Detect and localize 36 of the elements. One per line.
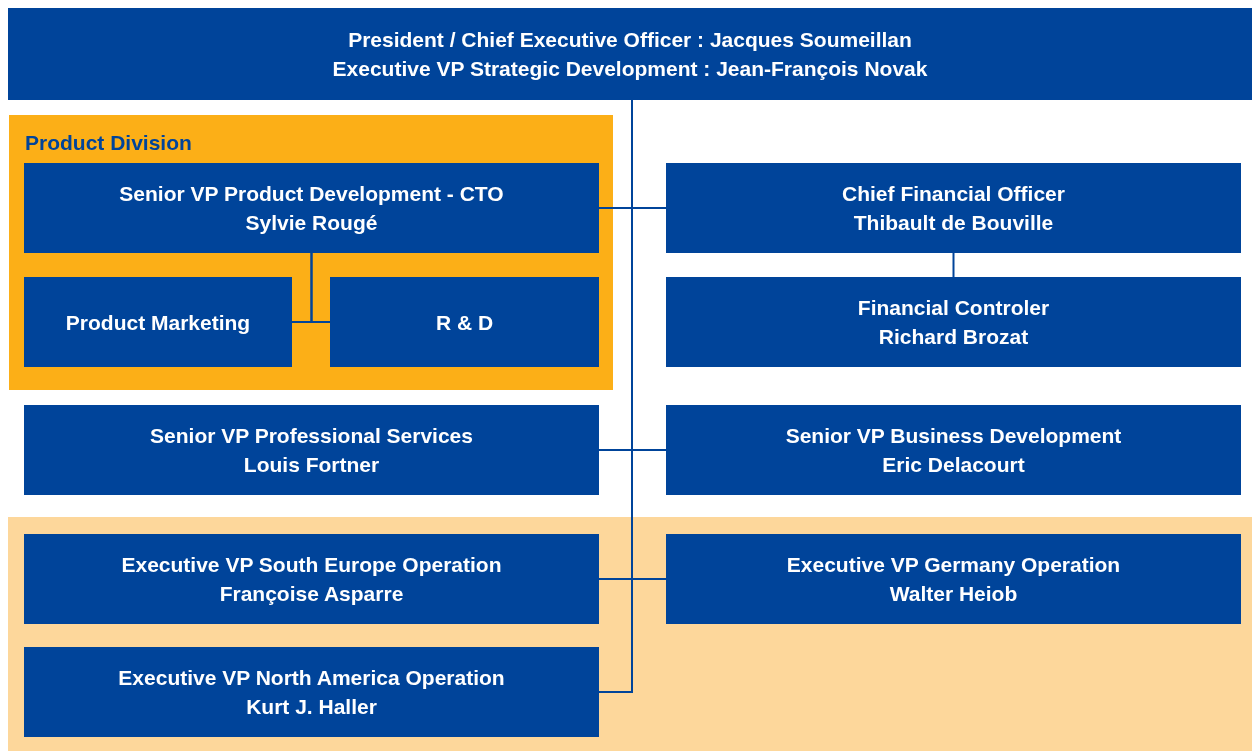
role-title: Executive VP North America Operation — [118, 665, 505, 691]
org-box — [8, 8, 1252, 100]
role-title: Financial Controler — [857, 295, 1050, 321]
org-box — [24, 277, 292, 367]
person-name: Françoise Asparre — [219, 581, 404, 607]
org-box — [24, 534, 599, 624]
role-title: R & D — [435, 309, 494, 336]
role-title: Product Marketing — [65, 309, 251, 336]
person-name: Kurt J. Haller — [246, 694, 377, 720]
person-name: Eric Delacourt — [882, 452, 1025, 478]
org-box — [24, 405, 599, 495]
role-title: Senior VP Business Development — [785, 423, 1122, 449]
org-box — [666, 405, 1241, 495]
org-box — [330, 277, 599, 367]
division-title: Product Division — [25, 130, 192, 156]
region-band — [8, 517, 1252, 751]
division-panel — [9, 115, 613, 390]
person-name: Executive VP Strategic Development : Jean-François Novak — [332, 56, 928, 82]
org-box — [666, 163, 1241, 253]
role-title: Executive VP Germany Operation — [786, 552, 1121, 578]
role-title: President / Chief Executive Officer : Jacques Soumeillan — [348, 27, 912, 53]
connector-line — [310, 252, 331, 323]
org-box — [24, 163, 599, 253]
org-box — [666, 534, 1241, 624]
person-name: Walter Heiob — [889, 581, 1018, 607]
role-title: Chief Financial Officer — [842, 181, 1065, 207]
person-name: Thibault de Bouville — [853, 210, 1054, 236]
role-title: Senior VP Professional Services — [150, 423, 473, 449]
org-box — [666, 277, 1241, 367]
connector-line — [952, 252, 955, 278]
person-name: Richard Brozat — [878, 324, 1029, 350]
role-title: Executive VP South Europe Operation — [121, 552, 502, 578]
person-name: Louis Fortner — [243, 452, 380, 478]
person-name: Sylvie Rougé — [245, 210, 378, 236]
org-box — [24, 647, 599, 737]
role-title: Senior VP Product Development - CTO — [119, 181, 504, 207]
